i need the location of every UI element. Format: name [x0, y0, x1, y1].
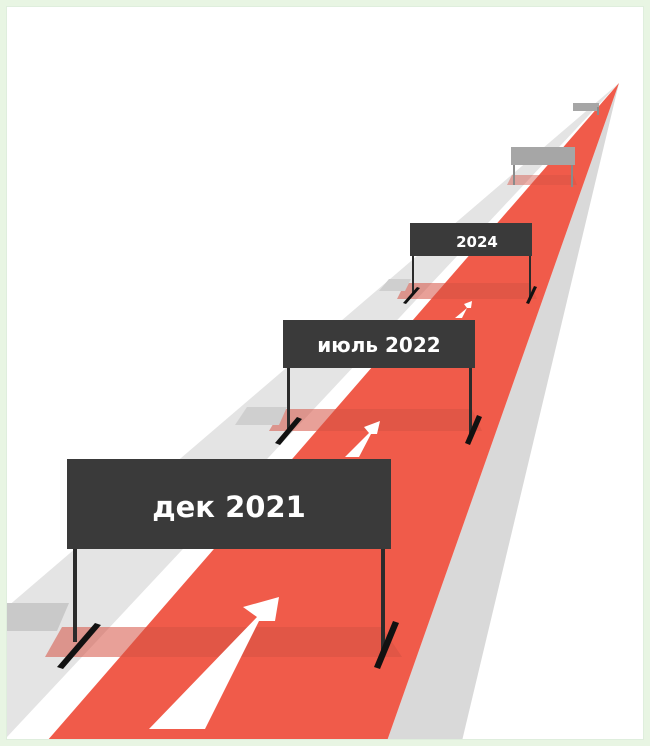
hurdle-label: дек 2021: [152, 490, 306, 524]
hurdle-jul-2022: июль 2022: [275, 320, 482, 445]
hurdle-post: [287, 363, 290, 431]
hurdle-post: [73, 542, 77, 642]
hurdle-shadow: [269, 409, 482, 431]
hurdle-post: [513, 161, 515, 185]
roadmap-illustration: дек 2021 июль 2022 2024: [7, 83, 619, 739]
side-shadow: [235, 407, 287, 425]
direction-arrow: [149, 597, 279, 729]
hurdle-board: [410, 223, 532, 256]
hurdle-foot: [374, 621, 399, 669]
hurdle-board: [511, 147, 575, 165]
hurdle-far: [511, 147, 575, 187]
illustration-frame: дек 2021 июль 2022 2024: [6, 6, 644, 740]
direction-arrow: [455, 301, 472, 318]
hurdle-post: [529, 247, 531, 299]
hurdle-post: [571, 161, 573, 187]
hurdle-post: [597, 107, 599, 115]
hurdle-farthest: [573, 103, 599, 115]
hurdle-post: [469, 363, 472, 437]
hurdle-dec-2021: дек 2021: [57, 459, 399, 669]
side-shadow: [379, 279, 411, 291]
hurdle-shadow: [507, 175, 577, 185]
hurdle-label: июль 2022: [317, 333, 440, 357]
hurdle-foot: [275, 417, 302, 445]
direction-arrow: [345, 421, 380, 457]
hurdle-foot: [526, 286, 537, 304]
hurdle-foot: [403, 287, 420, 304]
hurdle-label: 2024: [456, 233, 498, 251]
hurdle-board: [573, 103, 599, 111]
hurdle-board: [67, 459, 391, 549]
hurdle-shadow: [397, 283, 537, 299]
hurdle-board: [283, 320, 475, 368]
hurdle-2024: 2024: [403, 223, 537, 304]
hurdle-post: [381, 542, 385, 652]
hurdle-shadow: [45, 627, 402, 657]
side-shadow: [7, 603, 69, 631]
hurdle-post: [412, 247, 414, 295]
hurdle-foot: [465, 415, 482, 445]
hurdle-foot: [57, 623, 101, 669]
